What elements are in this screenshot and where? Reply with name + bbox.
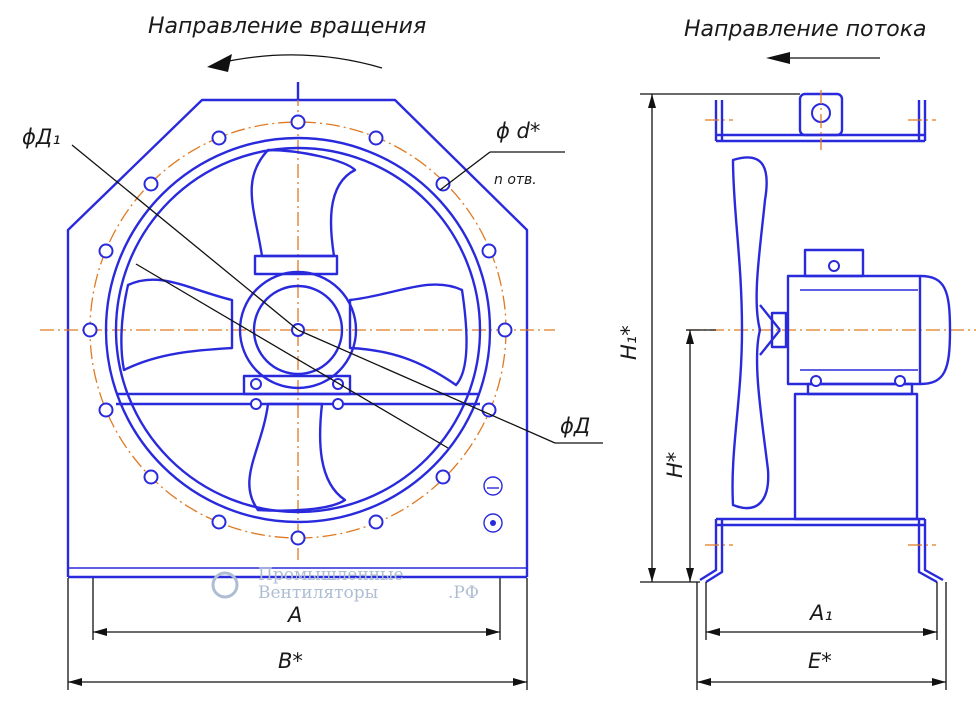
- watermark-fan-icon: [211, 571, 239, 599]
- bolt-hole: [435, 469, 451, 485]
- bolt-hole: [98, 402, 114, 418]
- impeller-hub-side-2: [759, 329, 781, 356]
- ground-terminal-icon: [483, 476, 503, 496]
- leader-d1-diameter: [135, 263, 449, 449]
- terminal-bolt-icon: [483, 513, 503, 533]
- dim-a1-label: A₁: [808, 601, 833, 625]
- motor-foot-bolt: [894, 375, 906, 387]
- mount-bolt: [332, 398, 344, 410]
- bolt-hole: [290, 114, 306, 130]
- rotation-direction-arrow: [214, 54, 383, 69]
- flange-left: [699, 100, 724, 584]
- bolt-hole: [497, 322, 513, 338]
- dim-h1-arrow-top: [648, 94, 656, 108]
- terminal-bolt-icon-core: [490, 520, 496, 526]
- front-view: Направление вращения ϕД₁ ϕ d* n отв. ϕД …: [22, 14, 603, 690]
- bolt-hole: [368, 514, 384, 530]
- bolt-hole: [211, 514, 227, 530]
- blade-top: [250, 148, 357, 258]
- bolt-hole: [211, 130, 227, 146]
- dim-b-arrow-right: [513, 678, 527, 686]
- side-view: Направление потока: [617, 17, 976, 690]
- flange-right: [917, 100, 944, 584]
- blade-left: [120, 278, 234, 372]
- impeller-blades: [120, 148, 468, 512]
- watermark-suffix: .РФ: [448, 583, 479, 603]
- impeller-side-profile: [731, 156, 770, 510]
- dim-a-label: A: [286, 603, 302, 627]
- outer-ring: [104, 136, 492, 524]
- hub-bracket: [253, 254, 339, 276]
- dim-h-arrow-top: [686, 330, 694, 344]
- dim-h1-label: H₁*: [617, 325, 641, 360]
- flow-direction-arrow-head: [766, 52, 790, 64]
- impeller-hub-side: [759, 304, 781, 331]
- motor-end-cap: [919, 274, 952, 386]
- mount-bolt: [250, 398, 262, 410]
- rotation-arrow-head: [207, 54, 232, 72]
- leader-d1: [71, 144, 299, 331]
- motor-stand: [793, 392, 919, 521]
- motor-mount: [242, 374, 352, 396]
- dim-h-arrow-bottom: [686, 568, 694, 582]
- dim-h1-arrow-bottom: [648, 568, 656, 582]
- holes-count-label: n отв.: [494, 172, 537, 188]
- blade-right: [348, 283, 468, 387]
- hole-diameter-label: ϕ d*: [496, 119, 540, 143]
- diameter-d-label: ϕД: [560, 414, 590, 438]
- dim-a-arrow-right: [486, 628, 500, 636]
- dim-a-arrow-left: [93, 628, 107, 636]
- watermark-line2: Вентиляторы: [258, 583, 378, 603]
- watermark: Промышленные Вентиляторы .РФ: [211, 565, 479, 603]
- bolt-hole: [481, 243, 497, 259]
- motor-terminal-bolt: [828, 260, 840, 272]
- leader-hole: [439, 151, 491, 191]
- inner-ring: [114, 146, 482, 514]
- blade-bottom: [248, 402, 347, 512]
- leader-d: [297, 329, 556, 444]
- shaft-collar: [770, 311, 788, 349]
- bolt-hole: [143, 176, 159, 192]
- dim-a1-arrow-right: [923, 628, 937, 636]
- flow-direction-title: Направление потока: [684, 17, 927, 42]
- bolt-hole: [290, 530, 306, 546]
- hub-inner: [252, 284, 344, 376]
- bolt-hole: [435, 176, 451, 192]
- dim-e-label: E*: [808, 649, 832, 673]
- bolt-hole: [82, 322, 98, 338]
- watermark-line1: Промышленные: [258, 565, 404, 585]
- dim-e-arrow-right: [932, 678, 946, 686]
- dim-e-arrow-left: [697, 678, 711, 686]
- dim-a1-arrow-left: [706, 628, 720, 636]
- bolt-holes: [82, 114, 513, 546]
- hub-outer: [238, 270, 358, 390]
- diameter-d1-label: ϕД₁: [22, 125, 61, 149]
- dim-b-label: B*: [278, 649, 303, 673]
- motor-foot-bolt: [810, 375, 822, 387]
- bolt-hole: [98, 243, 114, 259]
- dim-b-arrow-left: [68, 678, 82, 686]
- dim-h-label: H*: [663, 452, 687, 478]
- rotation-direction-title: Направление вращения: [148, 14, 426, 39]
- bolt-hole: [143, 469, 159, 485]
- bolt-hole: [368, 130, 384, 146]
- mount-bolt: [250, 378, 262, 390]
